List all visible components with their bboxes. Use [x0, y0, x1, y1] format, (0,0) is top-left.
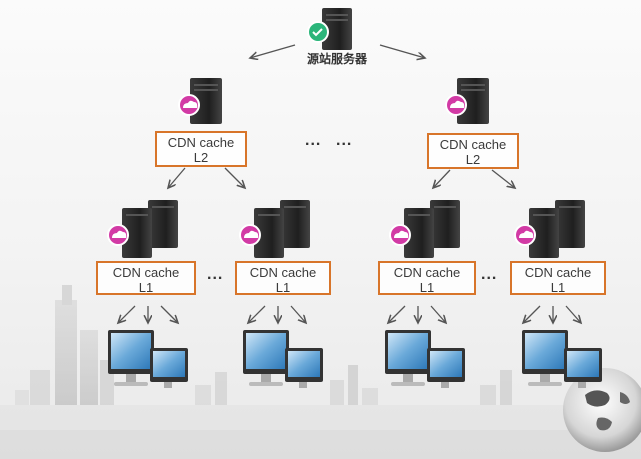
cache-level: L1 [275, 280, 291, 295]
l1-cache-box-4: CDN cache L1 [510, 261, 606, 295]
arrows-l1 [118, 305, 581, 323]
cache-level: L1 [419, 280, 435, 295]
origin-server-label: 源站服务器 [306, 52, 367, 66]
l1-server-cluster-4-icon [514, 200, 585, 258]
client-group-1-icon [108, 330, 188, 388]
l1-cache-box-2: CDN cache L1 [235, 261, 331, 295]
cache-level: L1 [550, 280, 566, 295]
l1-cache-box-3: CDN cache L1 [378, 261, 476, 295]
ellipsis-l2-a: ... [305, 132, 322, 149]
cache-name: CDN cache [439, 137, 507, 152]
l2-server-left-icon [178, 78, 222, 124]
origin-server-icon [307, 8, 352, 50]
l2-server-right-icon [445, 78, 489, 124]
city-skyline [0, 285, 641, 459]
cache-name: CDN cache [249, 265, 317, 280]
cache-name: CDN cache [393, 265, 461, 280]
l1-server-cluster-2-icon [239, 200, 310, 258]
l2-cache-box-left: CDN cache L2 [155, 131, 247, 167]
l1-cache-box-1: CDN cache L1 [96, 261, 196, 295]
ellipsis-l2-b: ... [336, 132, 353, 149]
cache-level: L1 [138, 280, 154, 295]
cache-level: L2 [465, 152, 481, 167]
cache-name: CDN cache [167, 135, 235, 150]
arrows-origin [250, 44, 425, 58]
ellipsis-l1-right: ... [481, 266, 498, 283]
globe-icon [563, 368, 641, 452]
cache-level: L2 [193, 150, 209, 165]
client-group-3-icon [385, 330, 465, 388]
ellipsis-l1-left: ... [207, 266, 224, 283]
arrows-l2 [168, 167, 515, 188]
l1-server-cluster-3-icon [389, 200, 460, 258]
client-group-2-icon [243, 330, 323, 388]
l1-server-cluster-1-icon [107, 200, 178, 258]
cache-name: CDN cache [112, 265, 180, 280]
cache-name: CDN cache [524, 265, 592, 280]
client-group-4-icon [522, 330, 602, 388]
l2-cache-box-right: CDN cache L2 [427, 133, 519, 169]
